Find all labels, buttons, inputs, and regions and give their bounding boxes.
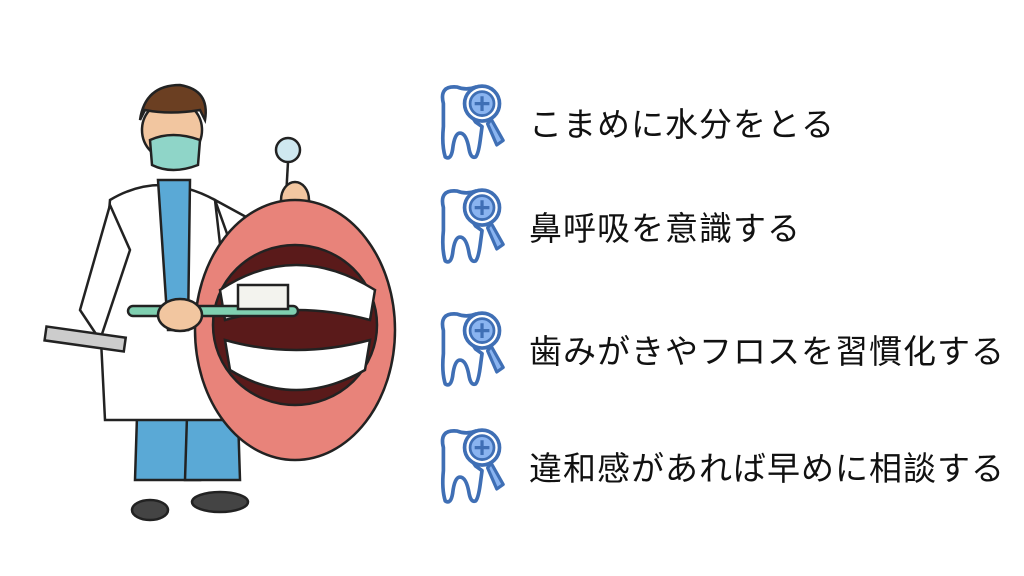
tip-item: 違和感があれば早めに相談する — [425, 420, 1005, 512]
mouth — [126, 198, 397, 462]
dentist-illustration — [43, 83, 397, 522]
tip-item: 歯みがきやフロスを習慣化する — [425, 303, 1005, 395]
tip-label: 歯みがきやフロスを習慣化する — [529, 332, 1005, 371]
tooth-magnifier-icon — [440, 311, 505, 387]
tip-label: こまめに水分をとる — [529, 105, 835, 144]
tip-item: こまめに水分をとる — [425, 76, 835, 168]
tip-item: 鼻呼吸を意識する — [425, 180, 801, 272]
tooth-magnifier-icon — [440, 188, 505, 264]
tip-label: 鼻呼吸を意識する — [529, 209, 801, 248]
tooth-magnifier-icon — [440, 84, 505, 160]
tooth-magnifier-icon — [440, 428, 505, 504]
tip-label: 違和感があれば早めに相談する — [529, 449, 1005, 488]
